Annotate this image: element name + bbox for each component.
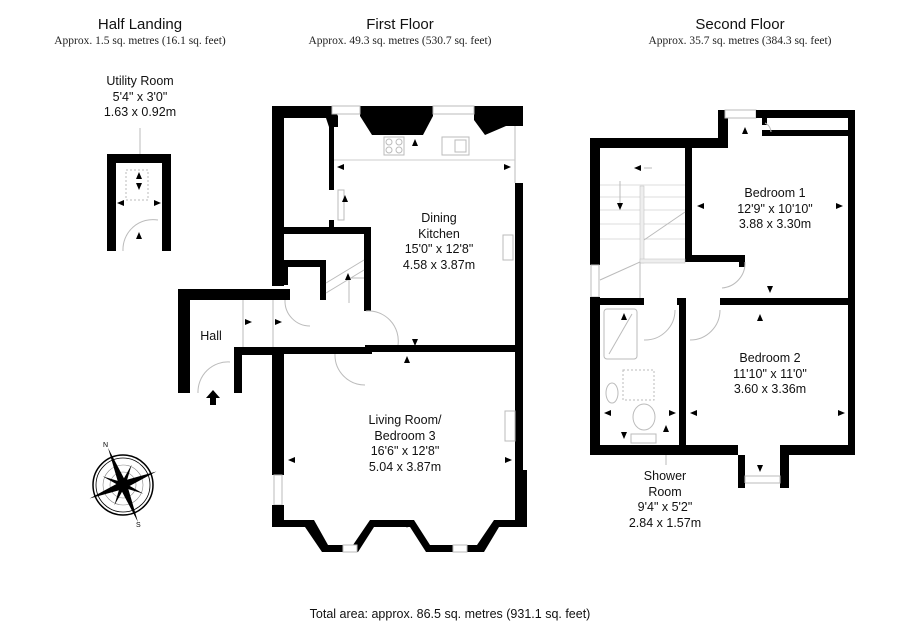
room-label-utility: Utility Room 5'4" x 3'0" 1.63 x 0.92m xyxy=(90,74,190,121)
compass-rose-icon: N S xyxy=(89,442,157,529)
room-name: Bedroom 2 xyxy=(739,351,801,365)
room-name: Dining xyxy=(421,211,457,225)
room-dims-imperial: 5'4" x 3'0" xyxy=(112,89,168,104)
room-dims-imperial: 11'10" x 11'0" xyxy=(733,366,807,381)
room-dims-imperial: 15'0" x 12'8" xyxy=(404,242,474,256)
room-dims-metric: 5.04 x 3.87m xyxy=(368,459,442,474)
svg-text:N: N xyxy=(103,442,108,449)
room-dims-imperial: 9'4" x 5'2" xyxy=(637,500,693,514)
room-dims-metric: 2.84 x 1.57m xyxy=(628,515,702,530)
svg-text:S: S xyxy=(136,522,141,529)
floor-title: Half Landing xyxy=(97,16,183,33)
room-dims-metric: 4.58 x 3.87m xyxy=(402,257,476,272)
room-dims-metric: 3.88 x 3.30m xyxy=(738,217,812,231)
room-label-living-room: Living Room/ Bedroom 3 16'6" x 12'8" 5.0… xyxy=(345,413,465,475)
floor-heading-second-floor: Second Floor Approx. 35.7 sq. metres (38… xyxy=(610,16,870,49)
room-name: Shower xyxy=(643,469,687,483)
floor-area: Approx. 1.5 sq. metres (16.1 sq. feet) xyxy=(54,35,226,47)
room-name: Room xyxy=(648,484,682,499)
total-area: Total area: approx. 86.5 sq. metres (931… xyxy=(309,607,591,621)
room-name: Living Room/ xyxy=(368,413,442,427)
room-label-bedroom-1: Bedroom 1 12'9" x 10'10" 3.88 x 3.30m xyxy=(715,186,835,233)
room-label-dining-kitchen: Dining Kitchen 15'0" x 12'8" 4.58 x 3.87… xyxy=(384,211,494,273)
utility-room-plan xyxy=(107,128,171,252)
floor-title: First Floor xyxy=(366,16,434,33)
room-name: Bedroom 3 xyxy=(374,428,436,443)
room-dims-imperial: 12'9" x 10'10" xyxy=(737,201,813,216)
room-name: Kitchen xyxy=(418,226,460,241)
first-floor-plan xyxy=(178,105,527,553)
floor-heading-first-floor: First Floor Approx. 49.3 sq. metres (530… xyxy=(280,16,520,49)
floor-area: Approx. 35.7 sq. metres (384.3 sq. feet) xyxy=(648,35,832,47)
room-label-shower-room: Shower Room 9'4" x 5'2" 2.84 x 1.57m xyxy=(605,469,725,531)
room-name: Hall xyxy=(200,329,222,343)
room-dims-metric: 3.60 x 3.36m xyxy=(733,382,807,396)
room-label-bedroom-2: Bedroom 2 11'10" x 11'0" 3.60 x 3.36m xyxy=(710,351,830,398)
room-dims-imperial: 16'6" x 12'8" xyxy=(370,444,440,458)
room-dims-metric: 1.63 x 0.92m xyxy=(103,105,177,119)
floor-area: Approx. 49.3 sq. metres (530.7 sq. feet) xyxy=(308,35,492,47)
second-floor-plan xyxy=(590,109,855,488)
floor-title: Second Floor xyxy=(695,16,785,33)
floor-heading-half-landing: Half Landing Approx. 1.5 sq. metres (16.… xyxy=(30,16,250,49)
room-name: Utility Room xyxy=(106,74,174,88)
room-label-hall: Hall xyxy=(196,329,226,345)
room-name: Bedroom 1 xyxy=(744,186,806,200)
